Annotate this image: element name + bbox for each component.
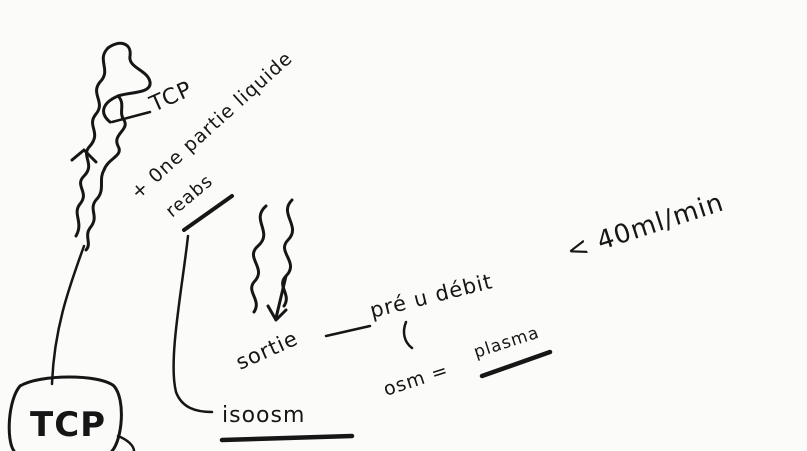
debit-value: < 40ml/min: [563, 188, 728, 267]
tubule-to-box-connector: [52, 246, 84, 384]
tcp-box-label: TCP: [30, 405, 106, 445]
isoosm-underline: [222, 436, 352, 440]
tcp-pointer-line: [112, 112, 150, 122]
sortie-label: sortie: [232, 326, 302, 375]
isoosm-label: isoosm: [222, 403, 305, 428]
flow-squiggles: [252, 200, 293, 312]
down-arrow: [268, 276, 286, 320]
tubule-sketch: [72, 43, 150, 250]
sortie-dash: [326, 326, 370, 336]
reabs-to-iso-connector: [174, 236, 212, 412]
osm-connector: [404, 322, 412, 348]
debit-label: pré u débit: [367, 269, 495, 323]
tcp-label-top: TCP: [145, 77, 196, 118]
tcp-box-tail: [118, 436, 134, 451]
osm-label: osm =: [381, 359, 452, 401]
